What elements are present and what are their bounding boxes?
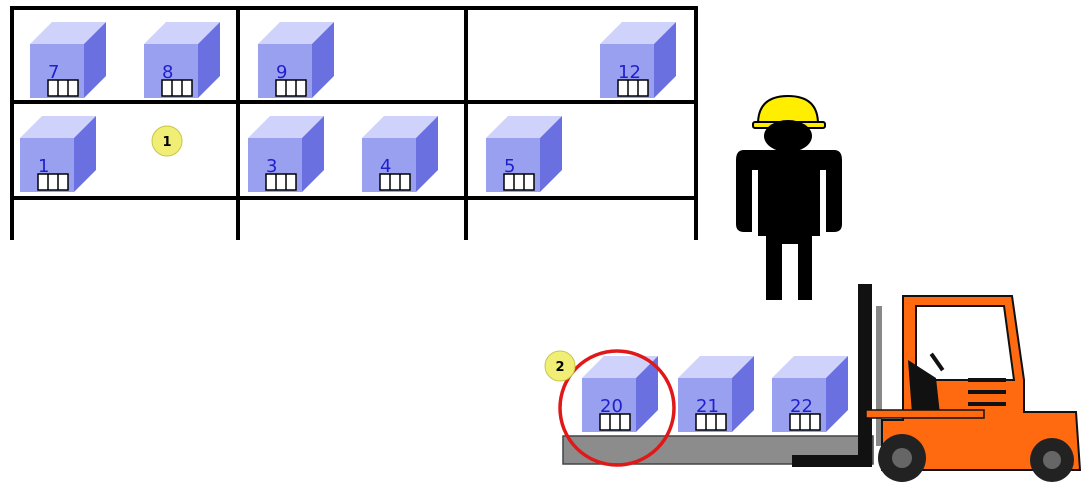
pallet-box-number: 22 [790, 396, 813, 417]
shelf-box-number: 5 [504, 156, 515, 177]
shelf-box-number: 3 [266, 156, 277, 177]
forklift-icon [792, 284, 1082, 482]
worker-with-hard-hat-icon [736, 94, 842, 300]
pallet-box-number: 21 [696, 396, 719, 417]
shelf-box: 4 [362, 116, 438, 192]
shelf-box-number: 7 [48, 62, 59, 83]
shelf-box-number: 8 [162, 62, 173, 83]
shelf-box: 12 [600, 22, 676, 98]
pallet-box: 22 [772, 356, 848, 432]
marker-2: 2 [544, 350, 576, 382]
shelving-rack [10, 6, 698, 240]
marker-1-label: 1 [162, 135, 171, 150]
marker-2-label: 2 [555, 360, 564, 375]
shelf-box: 7 [30, 22, 106, 98]
shelf-box-number: 12 [618, 62, 641, 83]
pallet-boxes: 20 21 22 [582, 356, 848, 432]
shelf-box: 9 [258, 22, 334, 98]
shelf-box-number: 9 [276, 62, 287, 83]
shelf-boxes: 7 8 9 12 1 3 4 5 [20, 22, 676, 192]
shelf-box: 8 [144, 22, 220, 98]
pallet-box: 20 [582, 356, 658, 432]
shelf-box-number: 4 [380, 156, 391, 177]
pallet-box-number: 20 [600, 396, 623, 417]
shelf-box: 3 [248, 116, 324, 192]
shelf-box: 1 [20, 116, 96, 192]
highlight-ring [558, 349, 676, 467]
shelf-box: 5 [486, 116, 562, 192]
shelf-box-number: 1 [38, 156, 49, 177]
pallet-box: 21 [678, 356, 754, 432]
marker-1: 1 [151, 125, 183, 157]
